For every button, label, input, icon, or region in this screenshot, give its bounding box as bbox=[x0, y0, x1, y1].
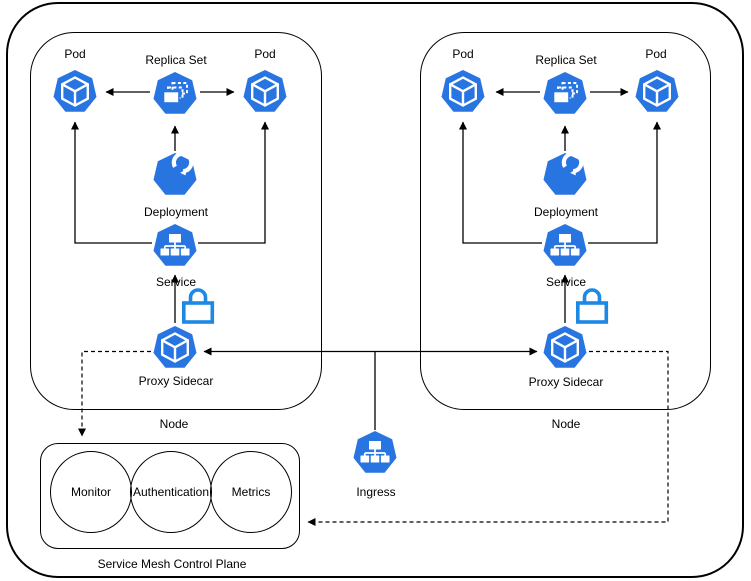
pod-icon bbox=[52, 69, 98, 115]
ingress-icon bbox=[352, 430, 398, 476]
replica-set-label-l: Replica Set bbox=[145, 53, 207, 67]
pod-right-label-l: Pod bbox=[254, 47, 276, 61]
monitor-label: Monitor bbox=[70, 485, 111, 499]
service-label-r: Service bbox=[545, 275, 587, 289]
ingress-label: Ingress bbox=[356, 485, 396, 499]
replica-set-label-r: Replica Set bbox=[535, 53, 597, 67]
deployment-icon bbox=[542, 152, 588, 198]
service-icon bbox=[542, 223, 588, 269]
proxy-sidecar-icon bbox=[542, 325, 588, 371]
authentication-label: Authentication bbox=[132, 485, 210, 499]
control-plane-box bbox=[40, 443, 300, 549]
cluster-boundary bbox=[6, 2, 744, 578]
metrics-label: Metrics bbox=[231, 485, 271, 499]
lock-icon bbox=[180, 286, 216, 326]
deployment-icon bbox=[152, 152, 198, 198]
pod-left-label-l: Pod bbox=[64, 47, 86, 61]
replica-set-icon bbox=[152, 71, 198, 117]
lock-icon bbox=[574, 286, 610, 326]
pod-left-label-r: Pod bbox=[452, 47, 474, 61]
service-label-l: Service bbox=[155, 275, 197, 289]
pod-icon bbox=[440, 69, 486, 115]
pod-icon bbox=[634, 69, 680, 115]
service-icon bbox=[152, 223, 198, 269]
proxy-sidecar-label-r: Proxy Sidecar bbox=[528, 375, 604, 389]
control-plane-component-authentication: Authentication bbox=[130, 451, 212, 533]
pod-icon bbox=[242, 69, 288, 115]
proxy-sidecar-icon bbox=[152, 325, 198, 371]
node-label-r: Node bbox=[551, 417, 581, 431]
deployment-label-r: Deployment bbox=[533, 205, 599, 219]
replica-set-icon bbox=[542, 71, 588, 117]
proxy-sidecar-label-l: Proxy Sidecar bbox=[138, 374, 214, 388]
control-plane-component-metrics: Metrics bbox=[210, 451, 292, 533]
deployment-label-l: Deployment bbox=[143, 205, 209, 219]
control-plane-component-monitor: Monitor bbox=[50, 451, 132, 533]
control-plane-label: Service Mesh Control Plane bbox=[97, 557, 247, 571]
node-box-left bbox=[30, 32, 322, 410]
pod-right-label-r: Pod bbox=[645, 47, 667, 61]
node-label-l: Node bbox=[159, 417, 189, 431]
